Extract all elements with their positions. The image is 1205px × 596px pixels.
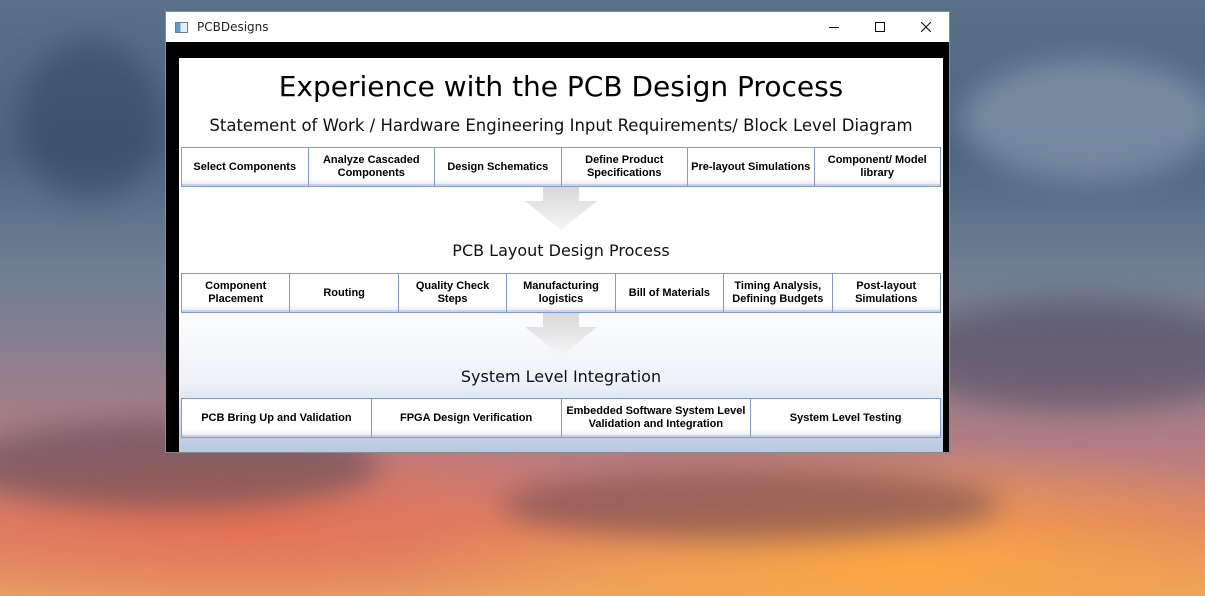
section-heading-requirements: Statement of Work / Hardware Engineering… — [209, 116, 913, 135]
step-box: Analyze Cascaded Components — [307, 147, 434, 187]
step-box: Timing Analysis, Defining Budgets — [723, 273, 832, 313]
down-arrow-icon — [525, 187, 597, 230]
step-box: Component Placement — [181, 273, 290, 313]
process-row-design: Select Components Analyze Cascaded Compo… — [181, 147, 941, 187]
step-box: Embedded Software System Level Validatio… — [560, 398, 751, 438]
title-bar[interactable]: PCBDesigns — [166, 12, 949, 42]
desktop-cloud — [500, 470, 1000, 540]
window-title: PCBDesigns — [197, 20, 269, 34]
step-box: Design Schematics — [434, 147, 561, 187]
step-box: Quality Check Steps — [397, 273, 507, 313]
minimize-icon — [829, 27, 839, 28]
desktop-cloud — [20, 40, 160, 200]
desktop-cloud — [900, 300, 1205, 410]
section-heading-integration: System Level Integration — [460, 367, 662, 386]
minimize-button[interactable] — [811, 12, 857, 42]
down-arrow-icon — [525, 313, 597, 356]
step-box: Pre-layout Simulations — [687, 147, 814, 187]
app-icon — [175, 21, 188, 33]
step-box: PCB Bring Up and Validation — [181, 398, 371, 438]
section-heading-layout: PCB Layout Design Process — [452, 241, 670, 260]
step-box: Select Components — [181, 147, 308, 187]
slide-title: Experience with the PCB Design Process — [278, 70, 844, 103]
maximize-button[interactable] — [857, 12, 903, 42]
step-box: System Level Testing — [750, 398, 941, 438]
step-box: Routing — [289, 273, 398, 313]
app-window: PCBDesigns Experience with the PCB Desig… — [165, 11, 950, 453]
slide-image: Experience with the PCB Design Process S… — [179, 58, 943, 452]
desktop-cloud — [960, 60, 1205, 180]
process-row-layout: Component Placement Routing Quality Chec… — [181, 273, 941, 313]
maximize-icon — [875, 22, 885, 32]
caption-buttons — [811, 12, 949, 42]
step-box: Manufacturing logistics — [506, 273, 615, 313]
close-button[interactable] — [903, 12, 949, 42]
step-box: Component/ Model library — [813, 147, 941, 187]
process-row-integration: PCB Bring Up and Validation FPGA Design … — [181, 398, 941, 438]
step-box: Define Product Specifications — [560, 147, 687, 187]
step-box: Post-layout Simulations — [831, 273, 941, 313]
step-box: Bill of Materials — [614, 273, 724, 313]
step-box: FPGA Design Verification — [370, 398, 561, 438]
close-icon — [921, 22, 931, 32]
client-area: Experience with the PCB Design Process S… — [166, 42, 949, 452]
